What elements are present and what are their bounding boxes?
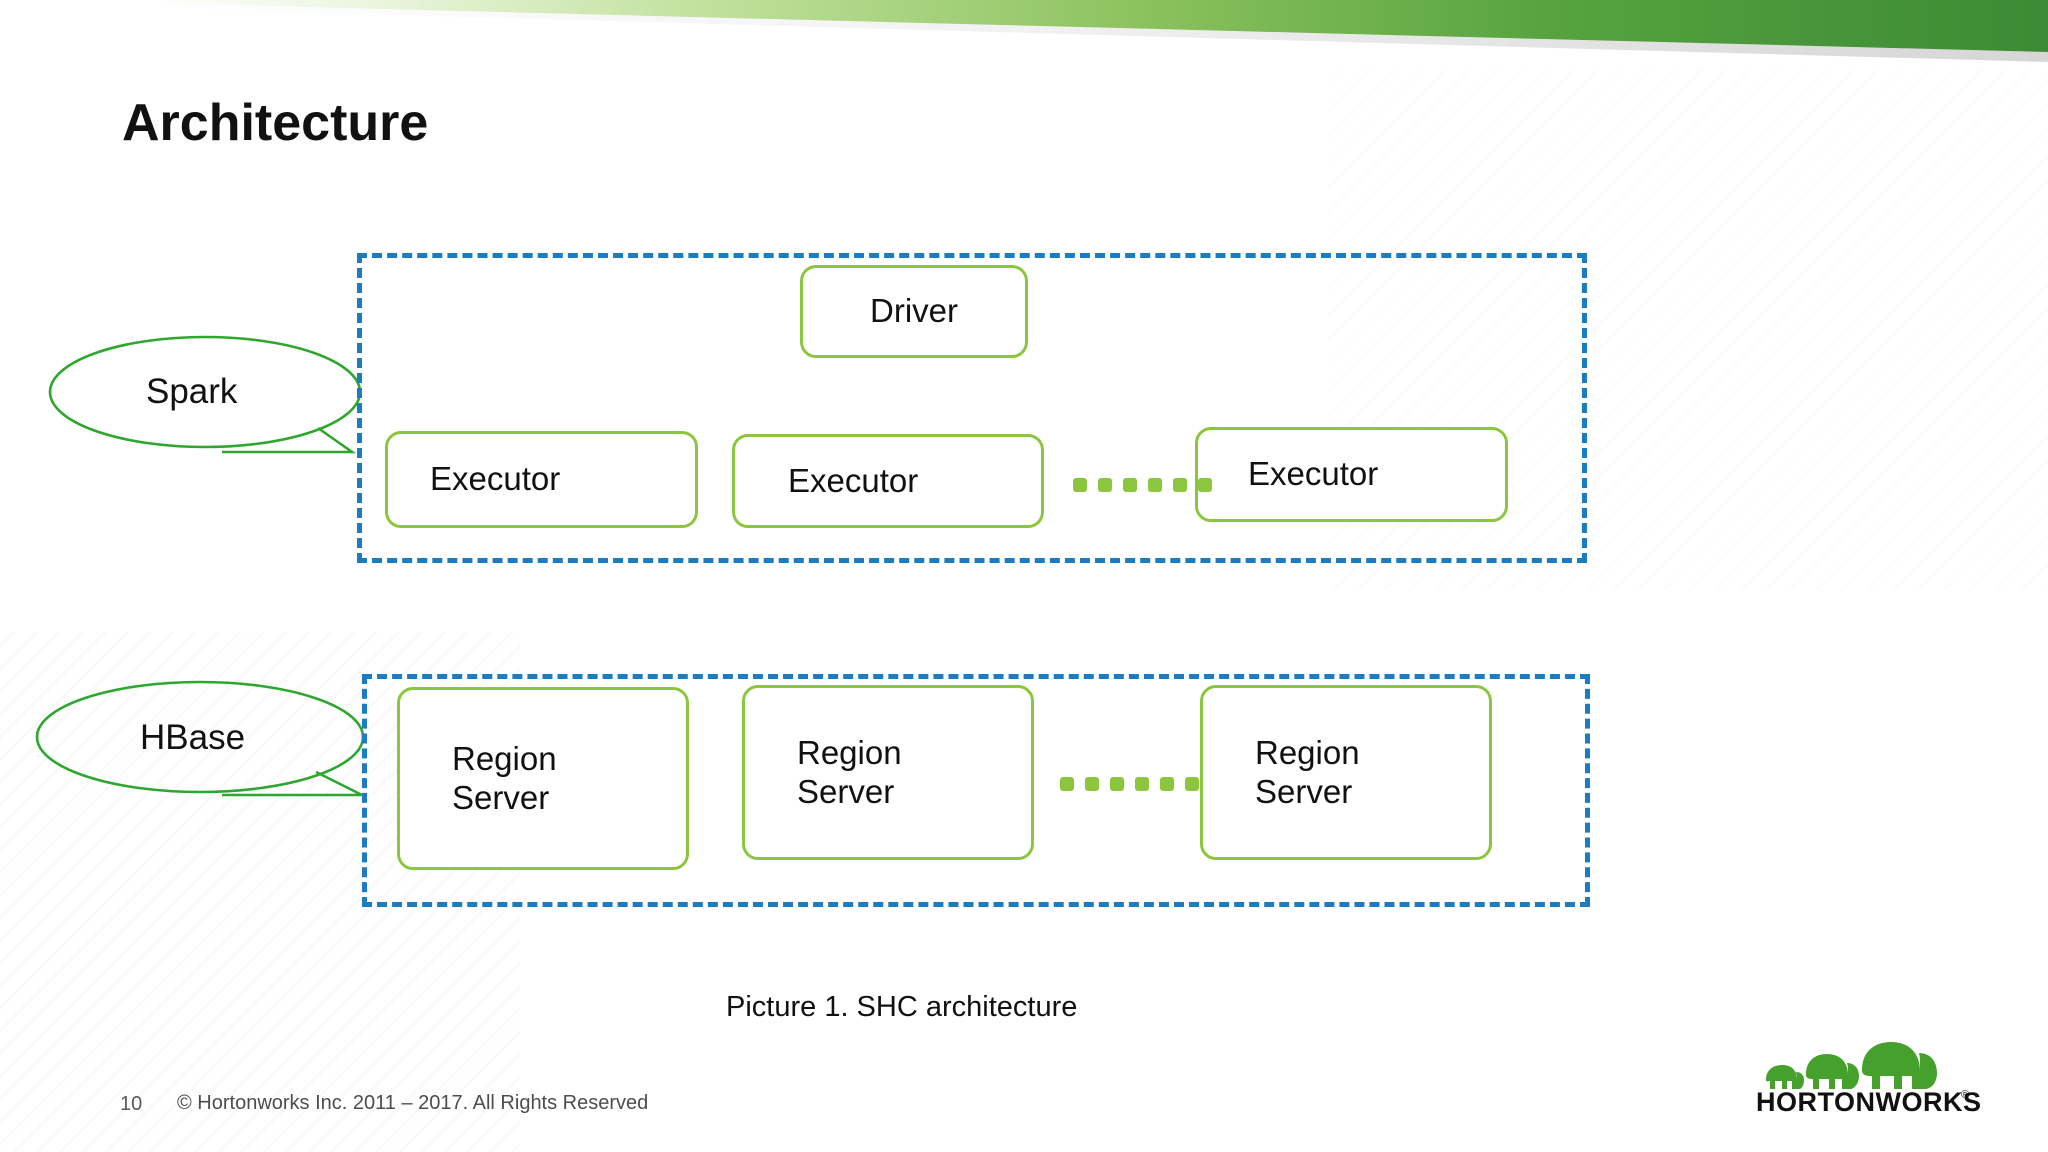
hbase-group-container — [362, 674, 1590, 907]
dot — [1160, 777, 1174, 791]
dot — [1135, 777, 1149, 791]
spark-group-container — [357, 253, 1587, 563]
node-executor-1[interactable]: Executor — [385, 431, 698, 528]
top-banner — [0, 0, 2048, 70]
dot — [1110, 777, 1124, 791]
copyright-text: © Hortonworks Inc. 2011 – 2017. All Righ… — [177, 1092, 649, 1114]
node-region-server-3[interactable]: Region Server — [1200, 685, 1492, 860]
spark-callout-label: Spark — [146, 372, 238, 411]
node-executor-2[interactable]: Executor — [732, 434, 1044, 528]
page-number: 10 — [120, 1093, 143, 1115]
node-region-server-1[interactable]: Region Server — [397, 687, 689, 870]
dot — [1085, 777, 1099, 791]
svg-text:®: ® — [1961, 1089, 1969, 1101]
dot — [1060, 777, 1074, 791]
logo-wordmark: HORTONWORKS ® — [1756, 1087, 1982, 1116]
dot — [1123, 478, 1137, 492]
page-title: Architecture — [122, 94, 429, 152]
dot — [1185, 777, 1199, 791]
node-driver[interactable]: Driver — [800, 265, 1028, 358]
dot — [1073, 478, 1087, 492]
spark-ellipsis-dots — [1073, 478, 1212, 492]
dot — [1148, 478, 1162, 492]
svg-text:HORTONWORKS: HORTONWORKS — [1756, 1087, 1982, 1116]
dot — [1198, 478, 1212, 492]
dot — [1173, 478, 1187, 492]
elephant-icon — [1766, 1042, 1937, 1089]
hortonworks-logo: HORTONWORKS ® — [1752, 1032, 1982, 1116]
hbase-ellipsis-dots — [1060, 777, 1199, 791]
node-region-server-2[interactable]: Region Server — [742, 685, 1034, 860]
hbase-callout-label: HBase — [140, 718, 246, 757]
node-executor-3[interactable]: Executor — [1195, 427, 1508, 522]
figure-caption: Picture 1. SHC architecture — [726, 991, 1078, 1023]
dot — [1098, 478, 1112, 492]
